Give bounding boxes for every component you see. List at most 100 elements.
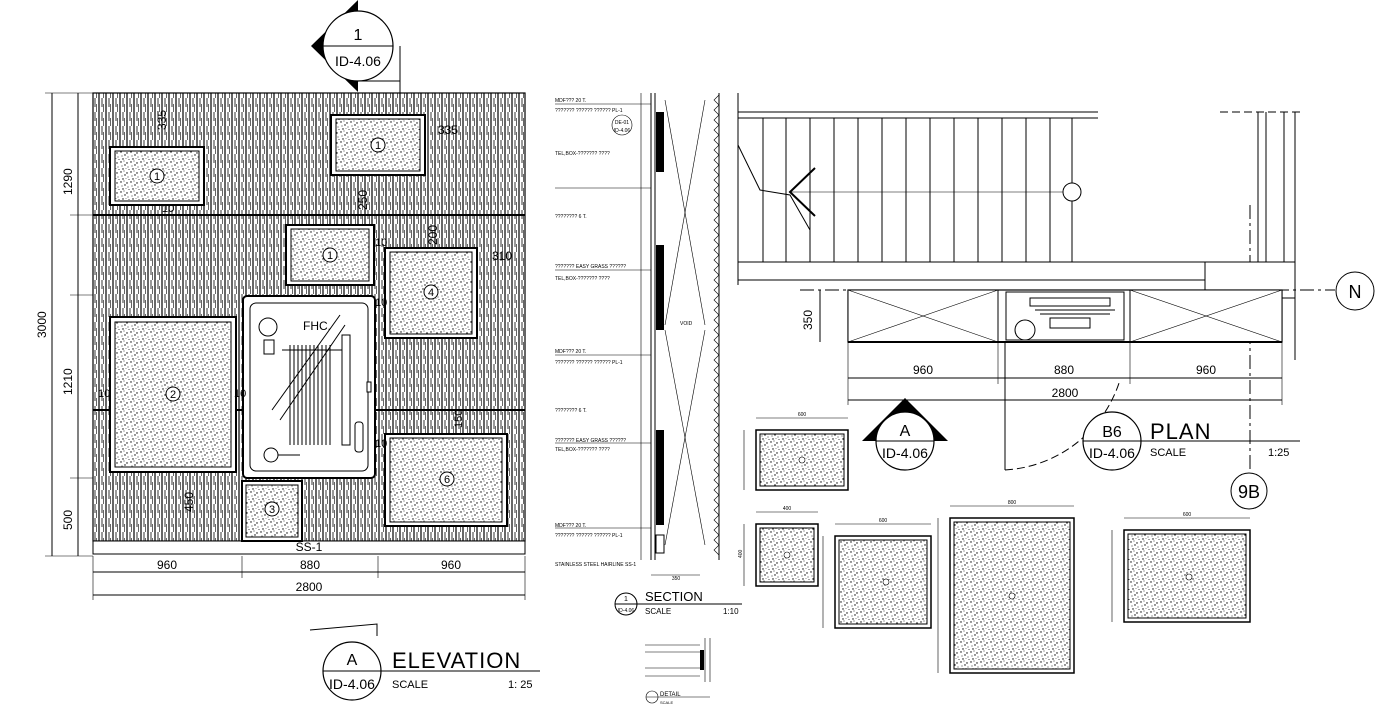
svg-text:3: 3 — [269, 504, 275, 516]
panel-detail: 400 400 — [738, 506, 819, 587]
panel-detail: 800 — [937, 500, 1075, 674]
svg-text:880: 880 — [1054, 363, 1074, 377]
elevation-title-block: A ID-4.06 ELEVATION SCALE 1: 25 — [309, 623, 540, 701]
section-title-block: 1 ID-4.06 SECTION SCALE 1:10 — [614, 589, 742, 616]
svg-text:A: A — [900, 423, 911, 440]
stone-panels — [109, 114, 508, 542]
svg-text:450: 450 — [182, 492, 196, 512]
elevation-title: ELEVATION — [392, 648, 521, 673]
svg-text:400: 400 — [783, 506, 792, 512]
svg-text:1: 1 — [354, 27, 363, 44]
svg-text:4: 4 — [428, 287, 434, 299]
svg-text:2: 2 — [170, 389, 176, 401]
svg-text:6: 6 — [444, 474, 450, 486]
svg-text:3000: 3000 — [35, 311, 49, 338]
elevation-vertical-dims: 1290 1210 500 3000 — [35, 92, 93, 557]
svg-text:ID-4.06: ID-4.06 — [335, 53, 381, 69]
svg-text:350: 350 — [672, 576, 681, 582]
svg-text:200: 200 — [426, 225, 440, 245]
svg-text:ID-4.06: ID-4.06 — [329, 676, 375, 692]
svg-text:ID-4.06: ID-4.06 — [1089, 445, 1135, 461]
stainless-base — [92, 540, 526, 555]
svg-text:SCALE: SCALE — [392, 679, 428, 691]
elevation-view: SS-1 1 1 1 2 — [35, 0, 540, 701]
svg-text:ID-4.06: ID-4.06 — [882, 445, 928, 461]
svg-text:150: 150 — [453, 410, 465, 428]
svg-text:800: 800 — [1008, 500, 1017, 506]
svg-text:960: 960 — [157, 558, 177, 572]
svg-text:600: 600 — [1183, 512, 1192, 518]
section-marker-a: A ID-4.06 — [862, 398, 948, 471]
svg-text:B6: B6 — [1102, 424, 1122, 441]
panel-detail: 600 — [1111, 512, 1251, 623]
svg-text:ID-4.06: ID-4.06 — [618, 608, 635, 614]
svg-text:SCALE: SCALE — [1150, 447, 1186, 459]
svg-text:310: 310 — [492, 249, 512, 263]
svg-text:A: A — [347, 652, 358, 669]
svg-text:2800: 2800 — [296, 580, 323, 594]
svg-text:335: 335 — [438, 123, 458, 137]
svg-text:???????? 6 T.: ???????? 6 T. — [555, 408, 587, 414]
svg-text:1: 1 — [375, 140, 381, 152]
base-label: SS-1 — [296, 540, 323, 554]
svg-text:SCALE: SCALE — [645, 607, 671, 616]
small-detail: DETAIL SCALE — [645, 638, 711, 705]
plan-view: 350 960 880 960 2800 N 9B A ID-4.06 — [737, 93, 1375, 510]
svg-text:10: 10 — [375, 438, 387, 450]
fire-hose-cabinet-plan — [1005, 291, 1125, 341]
elevation-local-dims: 335 335 250 200 310 10 10 10 10 10 150 1… — [98, 110, 512, 512]
svg-text:1: 1 — [154, 171, 160, 183]
svg-text:DETAIL: DETAIL — [660, 692, 681, 698]
svg-text:STAINLESS STEEL HAIRLINE SS-1: STAINLESS STEEL HAIRLINE SS-1 — [555, 562, 636, 568]
svg-text:SCALE: SCALE — [660, 700, 673, 705]
svg-text:1: 25: 1: 25 — [508, 679, 532, 691]
svg-text:??????? EASY GRASS ??????: ??????? EASY GRASS ?????? — [555, 264, 626, 270]
section-view: VOID MDF??? 20 T. ??????? ?????? ?????? … — [555, 93, 742, 705]
svg-text:10: 10 — [234, 388, 246, 400]
section-notes: MDF??? 20 T. ??????? ?????? ?????? PL-1 … — [555, 98, 651, 568]
svg-text:1: 1 — [327, 250, 333, 262]
svg-text:10: 10 — [375, 237, 387, 249]
svg-text:???????? 6 T.: ???????? 6 T. — [555, 214, 587, 220]
svg-text:MDF??? 20 T.: MDF??? 20 T. — [555, 523, 586, 529]
svg-text:250: 250 — [356, 190, 370, 210]
svg-text:1290: 1290 — [61, 168, 75, 195]
plan-title: PLAN — [1150, 419, 1211, 444]
svg-text:960: 960 — [1196, 363, 1216, 377]
svg-text:600: 600 — [879, 518, 888, 524]
svg-text:??????? ?????? ?????? PL-1: ??????? ?????? ?????? PL-1 — [555, 108, 623, 114]
svg-text:2800: 2800 — [1052, 386, 1079, 400]
svg-text:9B: 9B — [1238, 482, 1260, 502]
svg-text:880: 880 — [300, 558, 320, 572]
fire-hose-cabinet: FHC. — [242, 295, 376, 479]
svg-text:960: 960 — [913, 363, 933, 377]
svg-text:1:25: 1:25 — [1268, 447, 1289, 459]
grid-bubble-9b — [1230, 472, 1268, 510]
svg-text:960: 960 — [441, 558, 461, 572]
svg-text:600: 600 — [798, 412, 807, 418]
grid-bubble-n — [1335, 271, 1375, 311]
svg-text:10: 10 — [162, 203, 174, 215]
svg-text:500: 500 — [61, 510, 75, 530]
svg-text:350: 350 — [801, 310, 815, 330]
section-cut-marker: 1 ID-4.06 — [311, 0, 401, 93]
svg-text:TEL,BOX-??????? ????: TEL,BOX-??????? ???? — [555, 447, 610, 453]
panel-detail: 600 — [822, 518, 932, 629]
panel-tags: 1 1 1 2 3 4 6 — [149, 137, 455, 517]
panel-detail: 600 — [743, 412, 849, 491]
svg-text:10: 10 — [98, 388, 110, 400]
svg-text:TEL,BOX-??????? ????: TEL,BOX-??????? ???? — [555, 276, 610, 282]
svg-text:1210: 1210 — [61, 368, 75, 395]
hose-reel-icon — [271, 314, 346, 445]
panel-details: 600 400 400 600 800 — [738, 412, 1251, 674]
svg-text:??????? ?????? ?????? PL-1: ??????? ?????? ?????? PL-1 — [555, 533, 623, 539]
cabinet-label: FHC. — [303, 319, 331, 333]
svg-text:1:10: 1:10 — [723, 607, 739, 616]
svg-text:SECTION: SECTION — [645, 589, 703, 604]
plan-title-block: B6 ID-4.06 PLAN SCALE 1:25 — [1082, 411, 1300, 471]
svg-text:DE-01: DE-01 — [615, 120, 629, 126]
plan-dims: 350 960 880 960 2800 — [801, 290, 1283, 405]
svg-text:335: 335 — [155, 110, 169, 130]
svg-text:MDF??? 20 T.: MDF??? 20 T. — [555, 98, 586, 104]
